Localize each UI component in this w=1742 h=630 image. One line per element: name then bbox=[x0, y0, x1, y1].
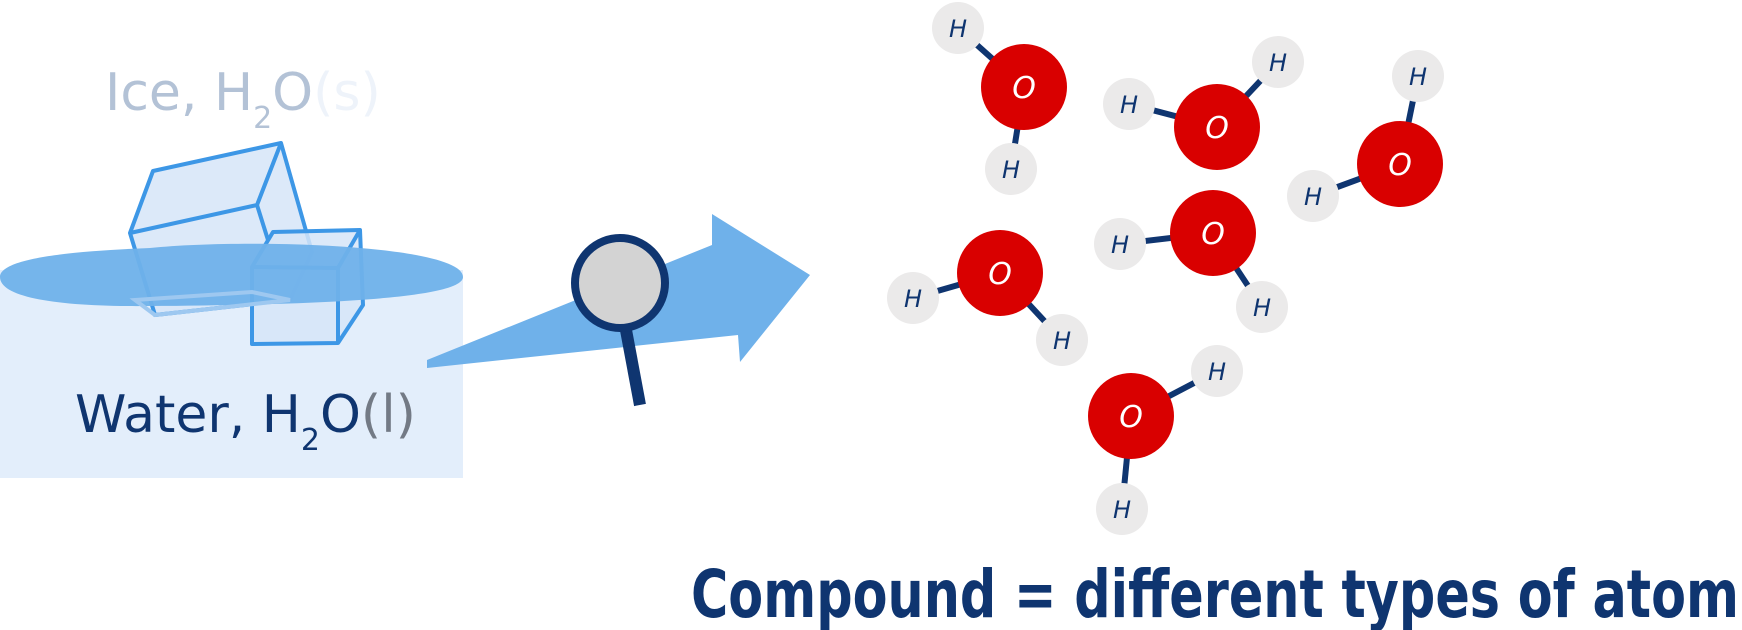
oxygen-symbol: O bbox=[1119, 400, 1143, 435]
hydrogen-atom bbox=[1096, 483, 1148, 535]
hydrogen-atom bbox=[1392, 50, 1444, 102]
caption: Compound = different types of atom bbox=[691, 556, 1739, 630]
oxygen-atom bbox=[1088, 373, 1174, 459]
oxygen-atom bbox=[1170, 190, 1256, 276]
magnifier-icon bbox=[571, 234, 669, 407]
hydrogen-symbol: H bbox=[1002, 156, 1020, 184]
oxygen-symbol: O bbox=[1205, 111, 1229, 146]
water-molecule: H H O bbox=[1103, 36, 1304, 170]
hydrogen-symbol: H bbox=[1120, 91, 1138, 119]
hydrogen-symbol: H bbox=[904, 285, 922, 313]
hydrogen-symbol: H bbox=[1253, 294, 1271, 322]
hydrogen-atom bbox=[1287, 170, 1339, 222]
oxygen-atom bbox=[957, 230, 1043, 316]
water-label: Water, H2O(l) bbox=[75, 385, 416, 458]
hydrogen-symbol: H bbox=[1113, 496, 1131, 524]
hydrogen-atom bbox=[887, 272, 939, 324]
hydrogen-atom bbox=[1036, 314, 1088, 366]
oxygen-symbol: O bbox=[1201, 217, 1225, 252]
water-molecule: H H O bbox=[932, 2, 1067, 195]
hydrogen-symbol: H bbox=[949, 15, 967, 43]
oxygen-atom bbox=[1357, 121, 1443, 207]
hydrogen-symbol: H bbox=[1409, 63, 1427, 91]
hydrogen-symbol: H bbox=[1304, 183, 1322, 211]
water-molecules: H H O H H O H H O H H O H H O H H O bbox=[887, 2, 1444, 535]
oxygen-symbol: O bbox=[988, 257, 1012, 292]
hydrogen-symbol: H bbox=[1053, 327, 1071, 355]
water-molecule: H H O bbox=[1287, 50, 1444, 222]
ice-submerged bbox=[129, 289, 291, 318]
hydrogen-symbol: H bbox=[1269, 49, 1287, 77]
oxygen-symbol: O bbox=[1012, 71, 1036, 106]
water-molecule: H H O bbox=[1088, 345, 1243, 535]
water-molecule: H H O bbox=[887, 230, 1088, 366]
oxygen-symbol: O bbox=[1388, 148, 1412, 183]
hydrogen-atom bbox=[1191, 345, 1243, 397]
ice-label: Ice, H2O(s) bbox=[105, 63, 381, 136]
hydrogen-atom bbox=[1103, 78, 1155, 130]
hydrogen-atom bbox=[985, 143, 1037, 195]
hydrogen-atom bbox=[1252, 36, 1304, 88]
water-surface bbox=[0, 243, 463, 307]
hydrogen-atom bbox=[1236, 281, 1288, 333]
oxygen-atom bbox=[981, 44, 1067, 130]
hydrogen-atom bbox=[1094, 218, 1146, 270]
hydrogen-symbol: H bbox=[1208, 358, 1226, 386]
oxygen-atom bbox=[1174, 84, 1260, 170]
hydrogen-symbol: H bbox=[1111, 231, 1129, 259]
hydrogen-atom bbox=[932, 2, 984, 54]
water-molecule: H H O bbox=[1094, 190, 1288, 333]
